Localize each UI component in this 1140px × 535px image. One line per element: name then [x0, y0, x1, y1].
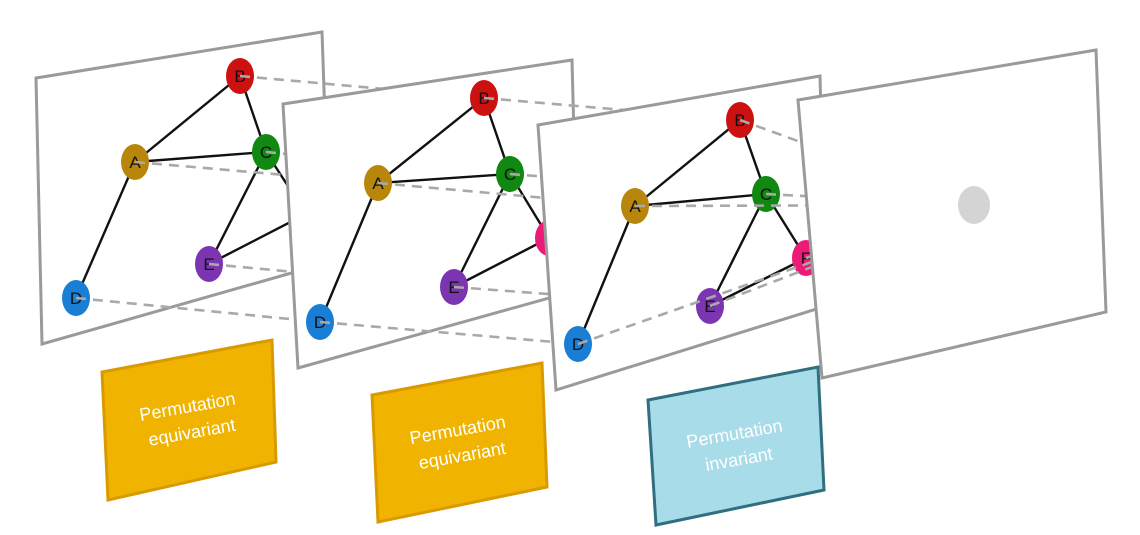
edge-A-C — [377, 172, 511, 185]
pooled-node — [958, 186, 990, 224]
node-D-label: D — [572, 335, 584, 354]
link-B-layer-2 — [483, 96, 741, 122]
link-A-layer-2 — [377, 181, 636, 208]
edge-A-B — [134, 75, 241, 163]
edge-A-C — [134, 150, 267, 164]
edge-A-D — [318, 182, 380, 323]
plane-frame — [796, 48, 1108, 380]
box-shape — [370, 361, 549, 524]
edge-C-E — [708, 193, 768, 307]
link-D-layer-2 — [319, 320, 579, 346]
edge-A-D — [576, 205, 637, 345]
node-F-label: F — [801, 249, 811, 268]
pool-link-A — [634, 203, 975, 208]
link-A-layer-1 — [134, 160, 379, 185]
link-D-layer-1 — [75, 296, 321, 324]
edge-A-B — [377, 97, 485, 184]
edge-E-F — [453, 236, 550, 289]
graph-plane-4 — [796, 48, 1108, 380]
edge-A-C — [634, 192, 767, 208]
box-shape — [646, 365, 826, 527]
edge-A-D — [74, 161, 137, 299]
node-E-label: E — [704, 297, 715, 316]
edge-C-E — [207, 151, 268, 265]
graph-planes: ABCDEFABCDEFABCDEF — [34, 30, 1108, 392]
box-shape — [100, 338, 278, 502]
edge-A-B — [634, 119, 741, 207]
